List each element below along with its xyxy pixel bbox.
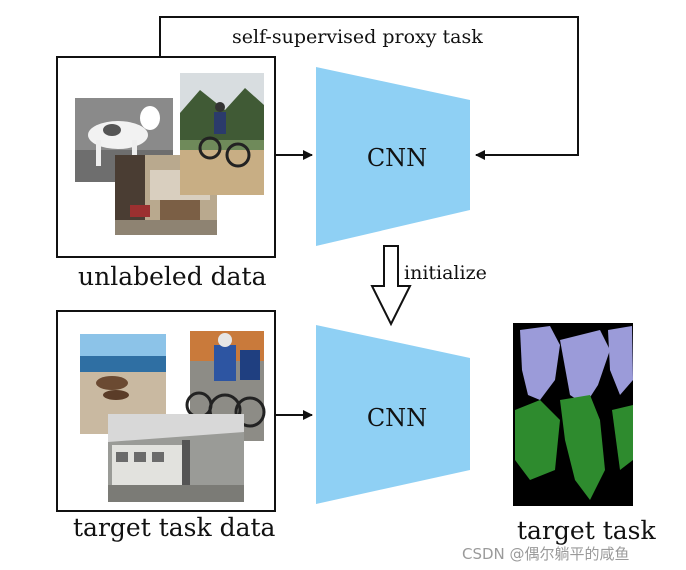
cnn-top-label: CNN [367, 144, 427, 172]
proxy-task-feedback-arrow [159, 16, 579, 160]
train-station-photo [108, 414, 244, 502]
initialize-arrow [370, 245, 412, 327]
watermark: CSDN @偶尔躺平的咸鱼 [462, 545, 630, 563]
unlabeled-data-label: unlabeled data [78, 262, 267, 291]
proxy-task-label: self-supervised proxy task [232, 26, 483, 48]
target-task-label: target task [517, 516, 656, 545]
beach-photo [80, 334, 166, 434]
segmentation-output-image [513, 323, 633, 506]
initialize-label: initialize [404, 262, 487, 284]
cnn-top-shape [316, 67, 470, 246]
biker-photo [180, 73, 264, 195]
cnn-bottom-shape [316, 325, 470, 504]
target-task-data-label: target task data [73, 513, 276, 542]
cnn-bottom-label: CNN [367, 404, 427, 432]
